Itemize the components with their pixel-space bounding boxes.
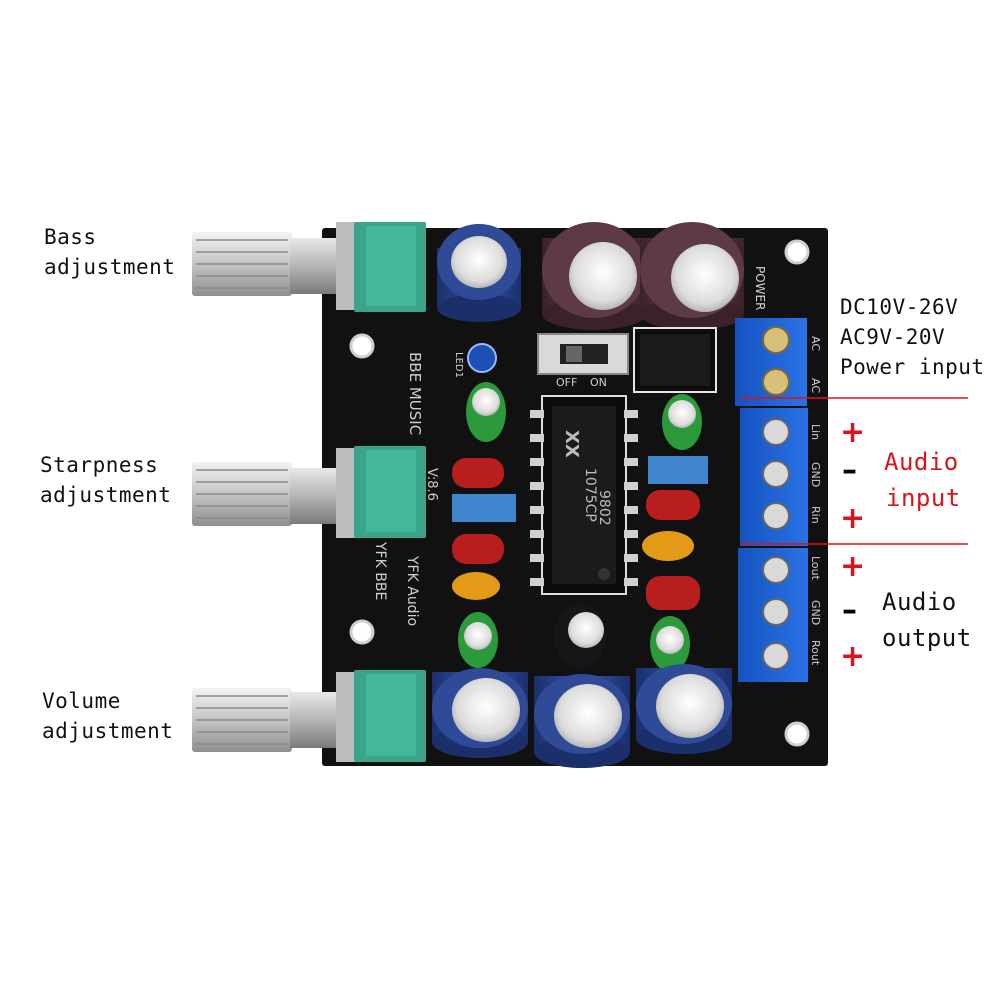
terminal-silk-labels: AC AC Lin GND Rin Lout GND Rout xyxy=(809,336,822,666)
capacitor-bottom-right xyxy=(636,664,732,754)
volume-annotation: Volume adjustment xyxy=(42,686,173,746)
volume-line-1: Volume xyxy=(42,689,121,713)
mounting-holes xyxy=(349,239,810,747)
capacitor-top-left xyxy=(437,224,521,322)
chip-logo: XX xyxy=(561,430,582,458)
input-minus: – xyxy=(842,453,857,488)
sharpness-line-2: adjustment xyxy=(40,483,172,507)
silk-audio: YFK Audio xyxy=(404,555,420,626)
terminal-power xyxy=(735,318,807,406)
terminal-label: GND xyxy=(809,462,822,487)
bridge-rectifier xyxy=(633,327,717,393)
chip-marking-1: 1075CP xyxy=(582,468,598,522)
output-plus-top: + xyxy=(840,549,866,584)
power-line-3: Power input xyxy=(840,355,985,379)
audio-output-annotation: Audio output xyxy=(882,584,972,656)
sharpness-line-1: Starpness xyxy=(40,453,159,477)
led xyxy=(467,343,497,373)
small-green-capacitors xyxy=(458,382,702,672)
slide-switch xyxy=(537,333,629,375)
bass-line-1: Bass xyxy=(44,225,97,249)
terminal-label: Rout xyxy=(809,640,822,666)
caps-left-column xyxy=(452,458,516,600)
volume-line-2: adjustment xyxy=(42,719,174,743)
terminal-input xyxy=(740,408,808,546)
switch-label-off: OFF xyxy=(556,376,577,389)
audio-output-line-1: Audio xyxy=(882,588,957,616)
potentiometer-bass xyxy=(192,222,426,312)
terminal-label: Lin xyxy=(809,424,822,440)
chip-marking-2: 9802 xyxy=(596,490,612,526)
potentiometer-sharpness xyxy=(192,446,426,538)
audio-input-annotation: Audio input xyxy=(884,444,961,516)
terminal-label: Rin xyxy=(809,506,822,524)
terminal-label: Lout xyxy=(809,556,822,581)
ic-chip xyxy=(530,395,638,595)
terminal-label: AC xyxy=(809,378,822,393)
power-line-2: AC9V-20V xyxy=(840,325,946,349)
output-plus-bottom: + xyxy=(840,639,866,674)
silk-version: V:8.6 xyxy=(424,468,439,501)
caps-right-column xyxy=(642,456,708,610)
power-annotation: DC10V-26V AC9V-20V Power input xyxy=(840,292,985,382)
capacitor-top-right xyxy=(640,222,744,330)
sharpness-annotation: Starpness adjustment xyxy=(40,450,171,510)
input-plus-bottom: + xyxy=(840,501,866,536)
capacitor-top-mid xyxy=(542,222,646,330)
capacitor-bottom-left xyxy=(432,668,528,758)
silk-power: POWER xyxy=(753,266,767,310)
audio-output-line-2: output xyxy=(882,624,972,652)
power-line-1: DC10V-26V xyxy=(840,295,959,319)
terminal-label: GND xyxy=(809,600,822,625)
bass-annotation: Bass adjustment xyxy=(44,222,175,282)
silk-brand: BBE MUSIC xyxy=(406,352,424,435)
audio-input-line-2: input xyxy=(886,484,961,512)
terminal-label: AC xyxy=(809,336,822,351)
silk-model: YFK BBE xyxy=(372,541,388,600)
input-plus-top: + xyxy=(840,415,866,450)
bass-line-2: adjustment xyxy=(44,255,176,279)
audio-input-line-1: Audio xyxy=(884,448,959,476)
small-black-capacitor xyxy=(554,604,606,668)
potentiometer-volume xyxy=(192,670,426,762)
capacitor-bottom-mid xyxy=(534,674,630,768)
silk-led: LED1 xyxy=(453,352,464,378)
terminal-output xyxy=(738,548,808,682)
switch-label-on: ON xyxy=(590,376,607,389)
output-minus: – xyxy=(842,593,857,628)
